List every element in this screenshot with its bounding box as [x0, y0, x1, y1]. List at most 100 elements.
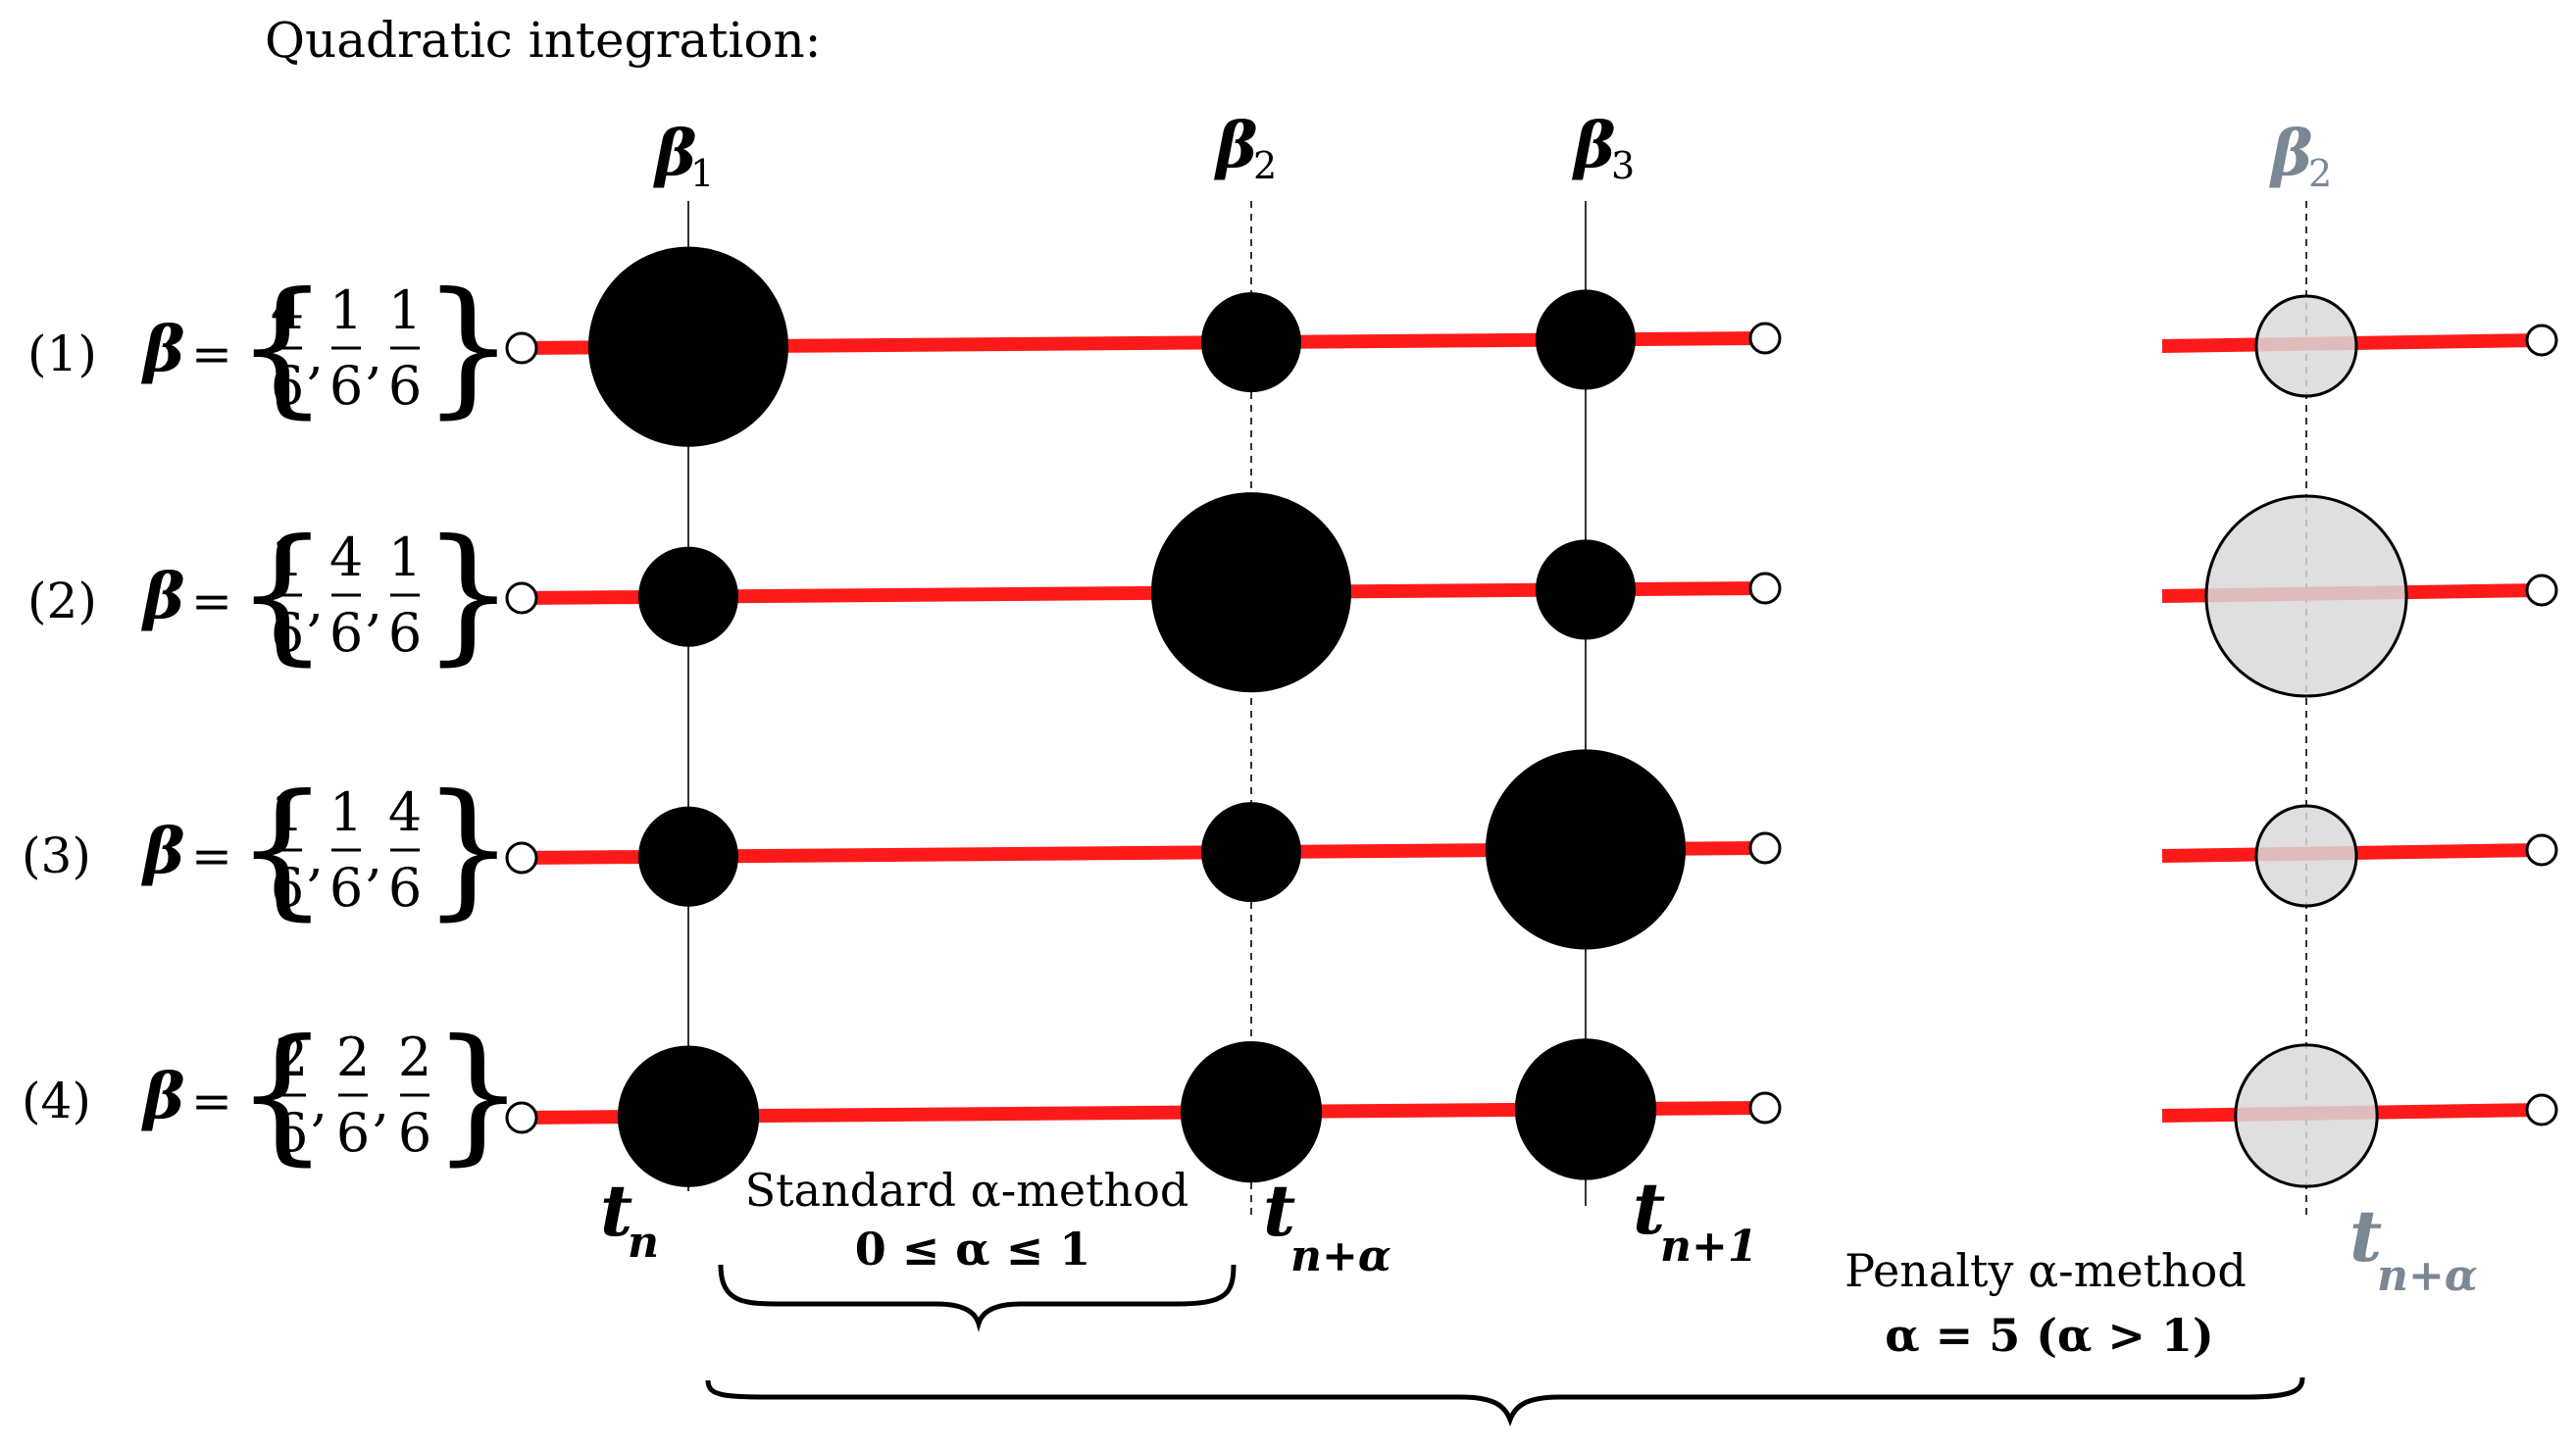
start-endpoint-row-2	[505, 581, 538, 615]
standard-method-annotation: Standard α-method 0 ≤ α ≤ 1	[718, 1164, 1237, 1332]
penalty-method-title: Penalty α-method	[1844, 1244, 2247, 1297]
penalty-endpoint-row-3	[2525, 833, 2558, 867]
weight-1-numerator: 1	[271, 781, 304, 843]
comma: ,	[366, 826, 382, 887]
weight-3-denominator: 6	[388, 602, 422, 664]
node-row-2-beta2	[1150, 492, 1352, 693]
right-brace: }	[422, 262, 515, 432]
weight-2-denominator: 6	[329, 602, 363, 664]
tn1-symbol: t	[1633, 1167, 1665, 1250]
beta3-symbol: β	[1572, 109, 1616, 182]
end-endpoint-row-4	[1748, 1091, 1782, 1125]
weight-2-denominator: 6	[329, 355, 363, 417]
penalty-node-row-2	[2204, 494, 2408, 698]
beta-vector-symbol: β	[141, 313, 185, 386]
row-label: (1)	[27, 325, 97, 382]
row-2: (2) β = { 1 6 , 4 6 , 1 6 }	[27, 509, 515, 679]
tna-penalty-subscript: n+α	[2377, 1251, 2478, 1301]
weight-2-numerator: 1	[329, 279, 363, 341]
tna-symbol: t	[1263, 1169, 1295, 1252]
time-label-tna-penalty: t n+α	[2349, 1194, 2478, 1301]
weight-1-denominator: 6	[275, 1102, 308, 1164]
penalty-node-row-1	[2254, 294, 2358, 398]
beta-vector-symbol: β	[141, 1060, 185, 1133]
weight-2-denominator: 6	[329, 857, 363, 919]
node-row-2-beta3	[1535, 539, 1637, 640]
tn1-subscript: n+1	[1660, 1222, 1757, 1272]
beta-vector-symbol: β	[141, 815, 185, 888]
row-1: (1) β = { 4 6 , 1 6 , 1 6 }	[27, 262, 515, 432]
time-label-tna: t n+α	[1263, 1169, 1391, 1281]
header-beta3: β 3	[1572, 109, 1635, 187]
comma: ,	[307, 826, 324, 887]
weight-2-numerator: 1	[329, 781, 363, 843]
penalty-endpoint-row-1	[2525, 324, 2558, 357]
weight-3-numerator: 1	[388, 279, 422, 341]
beta1-subscript: 1	[690, 152, 714, 195]
penalty-method-brace	[705, 1376, 2305, 1426]
tn-subscript: n	[628, 1218, 659, 1268]
equals-sign: =	[191, 1073, 232, 1129]
equals-sign: =	[191, 827, 232, 884]
row-4: (4) β = { 2 6 , 2 6 , 2 6 }	[22, 1009, 525, 1179]
timelines	[505, 246, 2558, 1188]
start-endpoint-row-1	[505, 331, 538, 365]
column-headers: β 1 β 2 β 3 β 2	[653, 109, 2332, 195]
header-beta2: β 2	[1214, 109, 1277, 187]
weight-2-numerator: 2	[336, 1026, 370, 1088]
standard-method-brace	[718, 1264, 1237, 1332]
penalty-method-annotation: Penalty α-method α = 5 (α > 1)	[705, 1244, 2305, 1426]
comma: ,	[311, 1071, 328, 1132]
beta-vector-symbol: β	[141, 560, 185, 633]
weight-3-numerator: 4	[388, 781, 422, 843]
penalty-endpoint-row-2	[2525, 574, 2558, 607]
beta2-subscript: 2	[1253, 144, 1277, 187]
beta2-penalty-symbol: β	[2269, 117, 2313, 190]
header-beta1: β 1	[653, 117, 714, 195]
comma: ,	[307, 324, 324, 385]
tna-penalty-symbol: t	[2349, 1194, 2382, 1277]
comma: ,	[307, 571, 324, 632]
standard-method-title: Standard α-method	[745, 1164, 1189, 1217]
guide-lines	[687, 201, 2307, 1216]
header-beta2-penalty: β 2	[2269, 117, 2332, 195]
weight-1-numerator: 2	[275, 1026, 308, 1088]
penalty-method-value: α = 5 (α > 1)	[1885, 1309, 2214, 1362]
tna-subscript: n+α	[1290, 1231, 1391, 1281]
node-row-1-beta2	[1200, 292, 1302, 393]
tn-symbol: t	[600, 1169, 632, 1252]
start-endpoint-row-3	[505, 841, 538, 875]
end-endpoint-row-3	[1748, 831, 1782, 865]
weight-1-numerator: 4	[271, 279, 304, 341]
comma: ,	[373, 1071, 389, 1132]
right-brace: }	[422, 509, 515, 679]
penalty-node-row-3	[2254, 804, 2358, 908]
time-labels: t n t n+α t n+1 t n+α	[600, 1167, 2478, 1301]
right-brace: }	[431, 1009, 525, 1179]
node-row-1-beta1	[587, 246, 789, 447]
weight-3-denominator: 6	[398, 1102, 431, 1164]
right-brace: }	[422, 764, 515, 934]
weight-1-denominator: 6	[271, 857, 304, 919]
node-row-4-beta1	[617, 1045, 760, 1187]
end-endpoint-row-2	[1748, 572, 1782, 605]
weight-1-denominator: 6	[271, 355, 304, 417]
weight-1-numerator: 1	[271, 526, 304, 588]
penalty-endpoint-row-4	[2525, 1093, 2558, 1126]
weight-1-denominator: 6	[271, 602, 304, 664]
comma: ,	[366, 571, 382, 632]
row-3: (3) β = { 1 6 , 1 6 , 4 6 }	[22, 764, 515, 934]
penalty-node-row-4	[2234, 1043, 2379, 1188]
node-row-4-beta3	[1514, 1038, 1657, 1180]
row-label: (2)	[27, 573, 97, 629]
start-endpoint-row-4	[505, 1101, 538, 1134]
beta2-penalty-subscript: 2	[2308, 152, 2332, 195]
node-row-3-beta2	[1200, 802, 1302, 903]
weight-2-denominator: 6	[336, 1102, 370, 1164]
node-row-3-beta3	[1485, 749, 1687, 950]
weight-2-numerator: 4	[329, 526, 363, 588]
beta3-subscript: 3	[1611, 144, 1635, 187]
weight-3-denominator: 6	[388, 857, 422, 919]
row-label: (3)	[22, 827, 91, 884]
